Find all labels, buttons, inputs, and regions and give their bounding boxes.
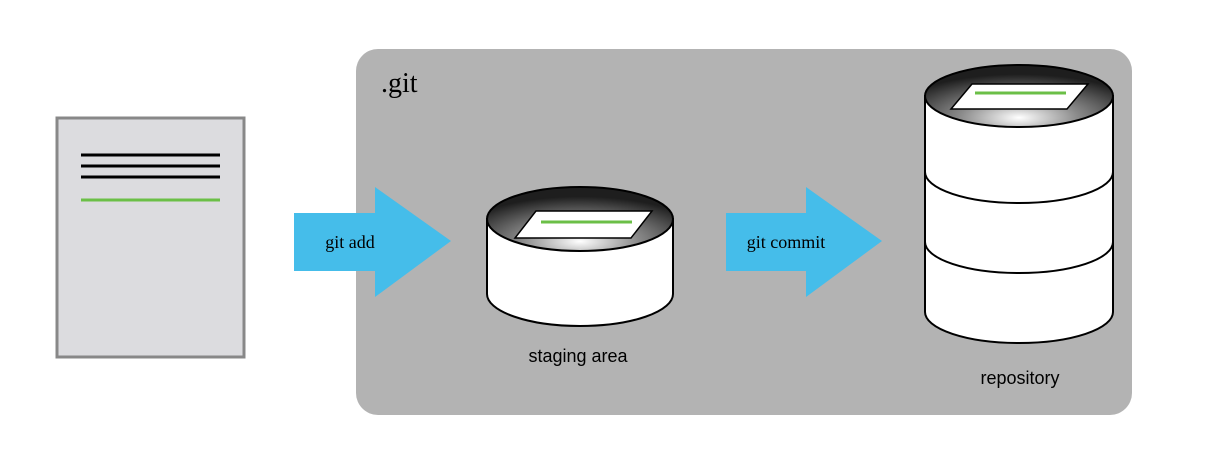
git-commit-label: git commit <box>747 232 826 252</box>
git-directory-label: .git <box>381 68 418 99</box>
staging-area-cylinder: staging area <box>486 186 674 366</box>
staged-file-icon <box>513 210 654 239</box>
repository-label: repository <box>980 368 1059 388</box>
staging-area-label: staging area <box>528 346 628 366</box>
repository-cylinder: repository <box>924 64 1114 388</box>
git-add-arrow: git add <box>294 187 451 297</box>
working-file-document <box>55 116 246 359</box>
committed-file-icon <box>949 83 1090 110</box>
git-add-label: git add <box>325 232 375 252</box>
git-commit-arrow: git commit <box>726 187 882 297</box>
